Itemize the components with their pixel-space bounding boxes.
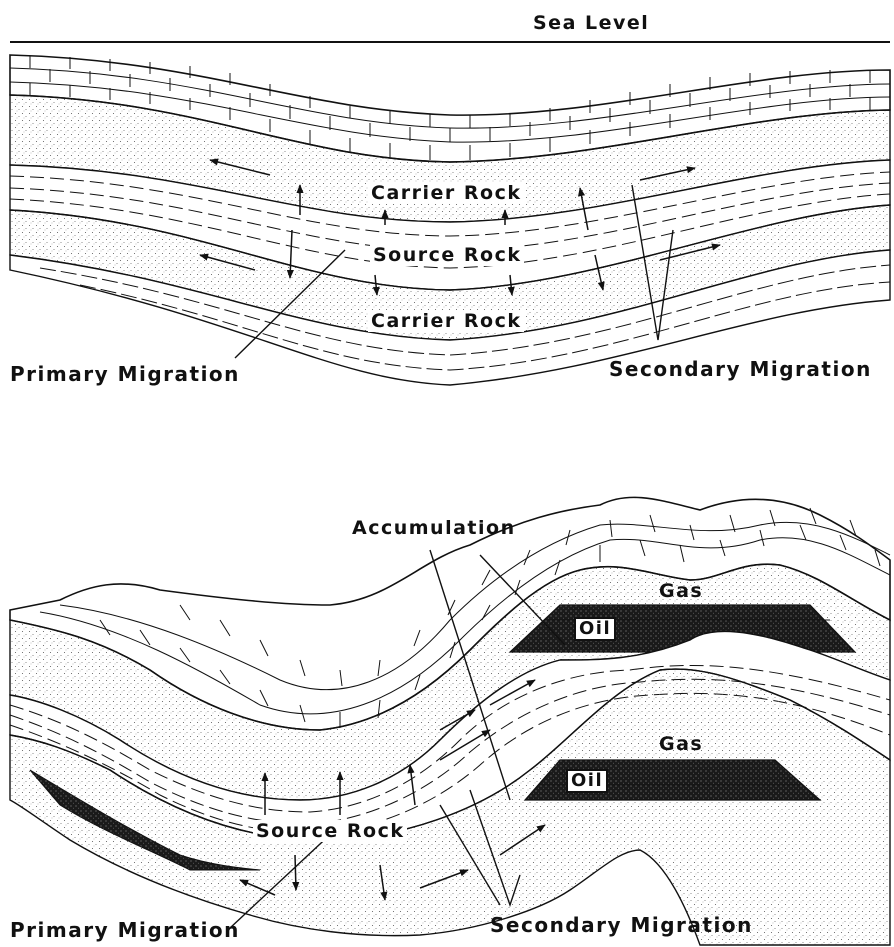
upper-gas-label: Gas (659, 580, 703, 602)
top-cross-section (10, 42, 890, 385)
bottom-secondary-migration-label: Secondary Migration (490, 913, 753, 937)
lower-gas-label: Gas (659, 733, 703, 755)
lower-carrier-rock-label: Carrier Rock (368, 310, 524, 332)
bottom-source-rock-label: Source Rock (253, 820, 407, 842)
upper-carrier-rock-label: Carrier Rock (368, 182, 524, 204)
arrow (295, 855, 296, 890)
bottom-cross-section (10, 497, 890, 945)
source-rock-label: Source Rock (370, 244, 524, 266)
bottom-primary-migration-label: Primary Migration (10, 918, 240, 942)
top-secondary-migration-label: Secondary Migration (609, 357, 872, 381)
sea-level-label: Sea Level (533, 12, 649, 34)
accumulation-label: Accumulation (352, 517, 516, 539)
upper-oil-label: Oil (574, 617, 616, 641)
top-primary-migration-label: Primary Migration (10, 362, 240, 386)
lower-oil-label: Oil (566, 769, 608, 793)
